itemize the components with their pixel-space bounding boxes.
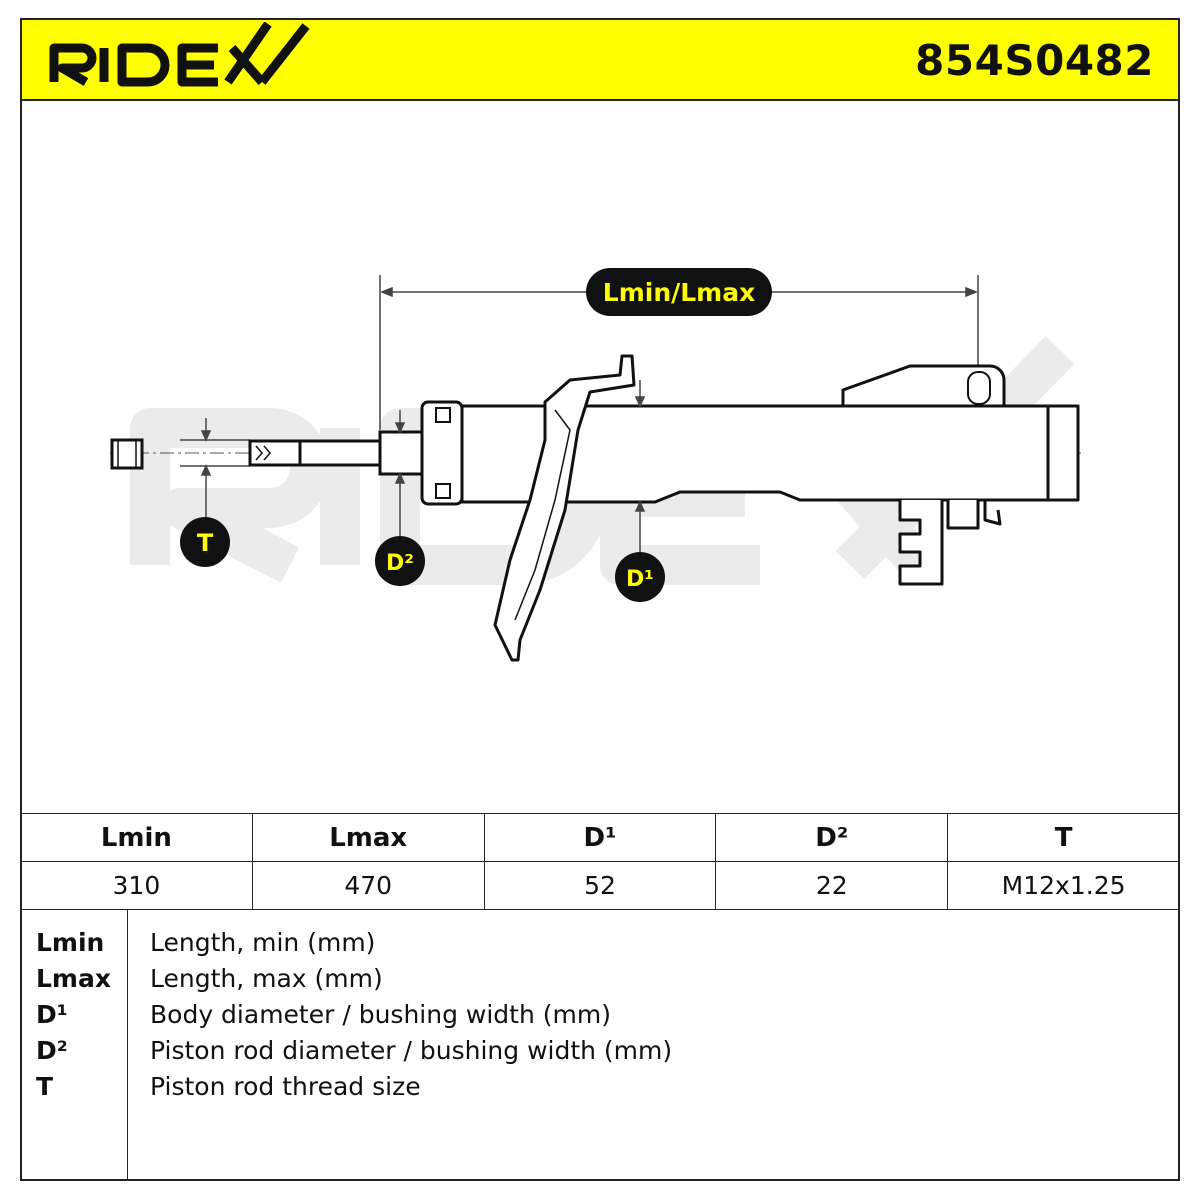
spec-table: Lmin Lmax D¹ D² T 310 470 52 22 M12x1.25: [20, 813, 1180, 910]
thread-dimension: [180, 418, 250, 522]
knuckle-flange: [841, 364, 1006, 586]
legend-key: D¹: [36, 1000, 68, 1029]
legend-key: T: [36, 1072, 54, 1101]
spec-value-d2: 22: [715, 861, 949, 910]
spec-header-d1: D¹: [483, 813, 717, 862]
legend-row: Lmax Length, max (mm): [22, 964, 1178, 1000]
spec-header-t: T: [947, 813, 1180, 862]
rod-diameter-badge: D²: [375, 536, 425, 586]
thread-dimension-badge: T: [180, 517, 230, 567]
thread-dimension-label: T: [197, 529, 214, 557]
legend: Lmin Length, min (mm) Lmax Length, max (…: [20, 910, 1180, 1181]
body-diameter-dimension: [634, 380, 646, 555]
legend-desc: Piston rod thread size: [150, 1072, 421, 1101]
spec-value-row: 310 470 52 22 M12x1.25: [20, 861, 1180, 910]
spec-header-d2: D²: [715, 813, 949, 862]
length-dimension-label: Lmin/Lmax: [603, 278, 755, 307]
spec-value-lmax: 470: [251, 861, 485, 910]
header-bar: 854S0482: [20, 18, 1180, 101]
rod-diameter-label: D²: [386, 551, 414, 576]
legend-key: Lmax: [36, 964, 111, 993]
legend-desc: Length, max (mm): [150, 964, 383, 993]
spec-header-lmin: Lmin: [20, 813, 253, 862]
spec-header-lmax: Lmax: [251, 813, 485, 862]
legend-divider: [127, 910, 128, 1179]
ridex-logo: [49, 22, 310, 87]
hose-bracket: [493, 354, 636, 662]
legend-row: D² Piston rod diameter / bushing width (…: [22, 1036, 1178, 1072]
legend-row: T Piston rod thread size: [22, 1072, 1178, 1108]
legend-desc: Piston rod diameter / bushing width (mm): [150, 1036, 673, 1065]
body-diameter-label: D¹: [626, 567, 654, 592]
part-number: 854S0482: [915, 36, 1154, 85]
spec-value-lmin: 310: [20, 861, 253, 910]
length-dimension-badge: Lmin/Lmax: [586, 268, 772, 316]
legend-key: Lmin: [36, 928, 105, 957]
spec-value-t: M12x1.25: [947, 861, 1180, 910]
shock-absorber-drawing: Lmin/Lmax T D²: [110, 268, 1085, 662]
legend-desc: Body diameter / bushing width (mm): [150, 1000, 611, 1029]
legend-desc: Length, min (mm): [150, 928, 376, 957]
spec-header-row: Lmin Lmax D¹ D² T: [20, 813, 1180, 862]
legend-row: Lmin Length, min (mm): [22, 928, 1178, 964]
rod-diameter-dimension: [394, 410, 406, 540]
piston-rod: [248, 430, 424, 476]
body-diameter-badge: D¹: [615, 552, 665, 602]
damper-body: [460, 404, 1080, 504]
legend-row: D¹ Body diameter / bushing width (mm): [22, 1000, 1178, 1036]
legend-key: D²: [36, 1036, 68, 1065]
nut: [110, 438, 144, 470]
top-mount: [420, 400, 464, 506]
spec-value-d1: 52: [483, 861, 717, 910]
